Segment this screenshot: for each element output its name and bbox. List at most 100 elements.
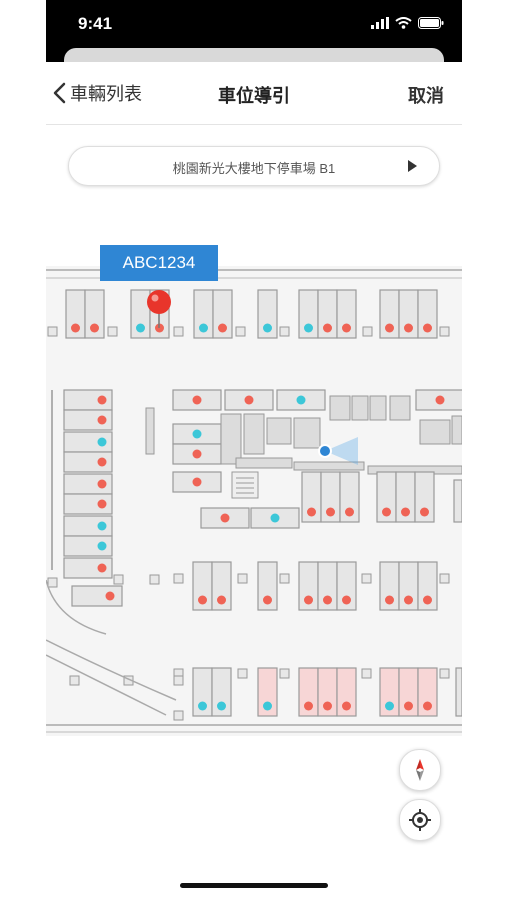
pillar <box>173 710 184 721</box>
slot-status-dot <box>192 449 202 459</box>
slot-status-dot <box>304 323 313 333</box>
pillar <box>439 668 450 679</box>
slot-status-dot <box>296 395 306 405</box>
wall <box>369 395 387 421</box>
wall <box>243 413 265 455</box>
pillar <box>173 675 184 686</box>
wall <box>145 407 155 455</box>
slot-status-dot <box>244 395 254 405</box>
slot-status-dot <box>199 323 208 333</box>
slot-status-dot <box>323 595 332 605</box>
slot-status-dot <box>342 595 351 605</box>
slot-status-dot <box>304 595 313 605</box>
parking-slot <box>417 289 438 339</box>
slot-status-dot <box>136 323 145 333</box>
parking-slot <box>84 289 105 339</box>
pillar <box>47 326 58 337</box>
slot-status-dot <box>198 701 207 711</box>
parking-slot <box>257 289 278 339</box>
slot-status-dot <box>97 437 107 447</box>
slot-status-dot <box>423 323 432 333</box>
slot-status-dot <box>435 395 445 405</box>
pillar <box>279 326 290 337</box>
slot-status-dot <box>97 457 107 467</box>
wall <box>419 419 451 445</box>
slot-status-dot <box>97 521 107 531</box>
parking-lot-name: 桃園新光大樓地下停車場 B1 <box>172 161 336 176</box>
wall <box>351 395 369 421</box>
pillar <box>361 668 372 679</box>
slot-status-dot <box>404 595 413 605</box>
pillar <box>362 326 373 337</box>
parking-slot <box>455 667 462 717</box>
pillar <box>237 573 248 584</box>
slot-status-dot <box>97 415 107 425</box>
slot-status-dot <box>342 323 351 333</box>
wall <box>235 457 293 469</box>
parking-slot <box>339 471 360 523</box>
signal-icon <box>371 17 389 29</box>
parking-slot <box>453 479 462 523</box>
compass-icon <box>416 759 424 781</box>
slot-status-dot <box>198 595 207 605</box>
slot-status-dot <box>217 595 226 605</box>
vehicle-plate-label: ABC1234 <box>100 245 218 281</box>
slot-status-dot <box>192 429 202 439</box>
parking-lot-selector[interactable]: 桃園新光大樓地下停車場 B1 <box>68 146 440 186</box>
cancel-button[interactable]: 取消 <box>408 86 444 106</box>
pillar <box>237 668 248 679</box>
play-icon <box>408 160 417 172</box>
slot-status-dot <box>307 507 316 517</box>
parking-slot <box>336 561 357 611</box>
slot-status-dot <box>71 323 80 333</box>
slot-status-dot <box>97 499 107 509</box>
slot-status-dot <box>218 323 227 333</box>
chevron-left-icon <box>53 82 66 104</box>
pillar <box>173 573 184 584</box>
parking-slot <box>211 667 232 717</box>
wall <box>293 461 365 471</box>
slot-status-dot <box>192 395 202 405</box>
slot-status-dot <box>420 507 429 517</box>
pillar <box>361 573 372 584</box>
status-icons <box>371 17 444 29</box>
wall <box>389 395 411 421</box>
slot-status-dot <box>97 563 107 573</box>
slot-status-dot <box>217 701 226 711</box>
pillar <box>69 675 80 686</box>
parking-slot <box>417 667 438 717</box>
back-button[interactable]: 車輛列表 <box>52 80 142 106</box>
slot-status-dot <box>342 701 351 711</box>
wall <box>329 395 351 421</box>
parking-slot <box>71 585 123 607</box>
compass-button[interactable] <box>399 749 441 791</box>
locate-button[interactable] <box>399 799 441 841</box>
status-time: 9:41 <box>78 14 113 33</box>
pillar <box>47 577 58 588</box>
slot-status-dot <box>385 595 394 605</box>
wall <box>293 417 321 449</box>
parking-slot <box>63 557 113 579</box>
wall <box>220 413 242 465</box>
wifi-icon <box>395 17 412 29</box>
user-location <box>318 437 358 465</box>
parking-slot <box>257 667 278 717</box>
slot-status-dot <box>323 701 332 711</box>
pillar <box>113 574 124 585</box>
pillar <box>439 573 450 584</box>
parking-map[interactable] <box>46 180 462 740</box>
slot-status-dot <box>97 479 107 489</box>
slot-status-dot <box>382 507 391 517</box>
parking-slot <box>63 493 113 515</box>
slot-status-dot <box>192 477 202 487</box>
slot-status-dot <box>345 507 354 517</box>
parking-slot <box>63 451 113 473</box>
back-button-label: 車輛列表 <box>70 84 142 104</box>
parking-slot <box>211 561 232 611</box>
slot-status-dot <box>105 591 115 601</box>
pillar <box>107 326 118 337</box>
entrance-stairs <box>231 471 259 499</box>
page-title: 車位導引 <box>218 86 290 106</box>
parking-slot <box>257 561 278 611</box>
slot-status-dot <box>323 323 332 333</box>
